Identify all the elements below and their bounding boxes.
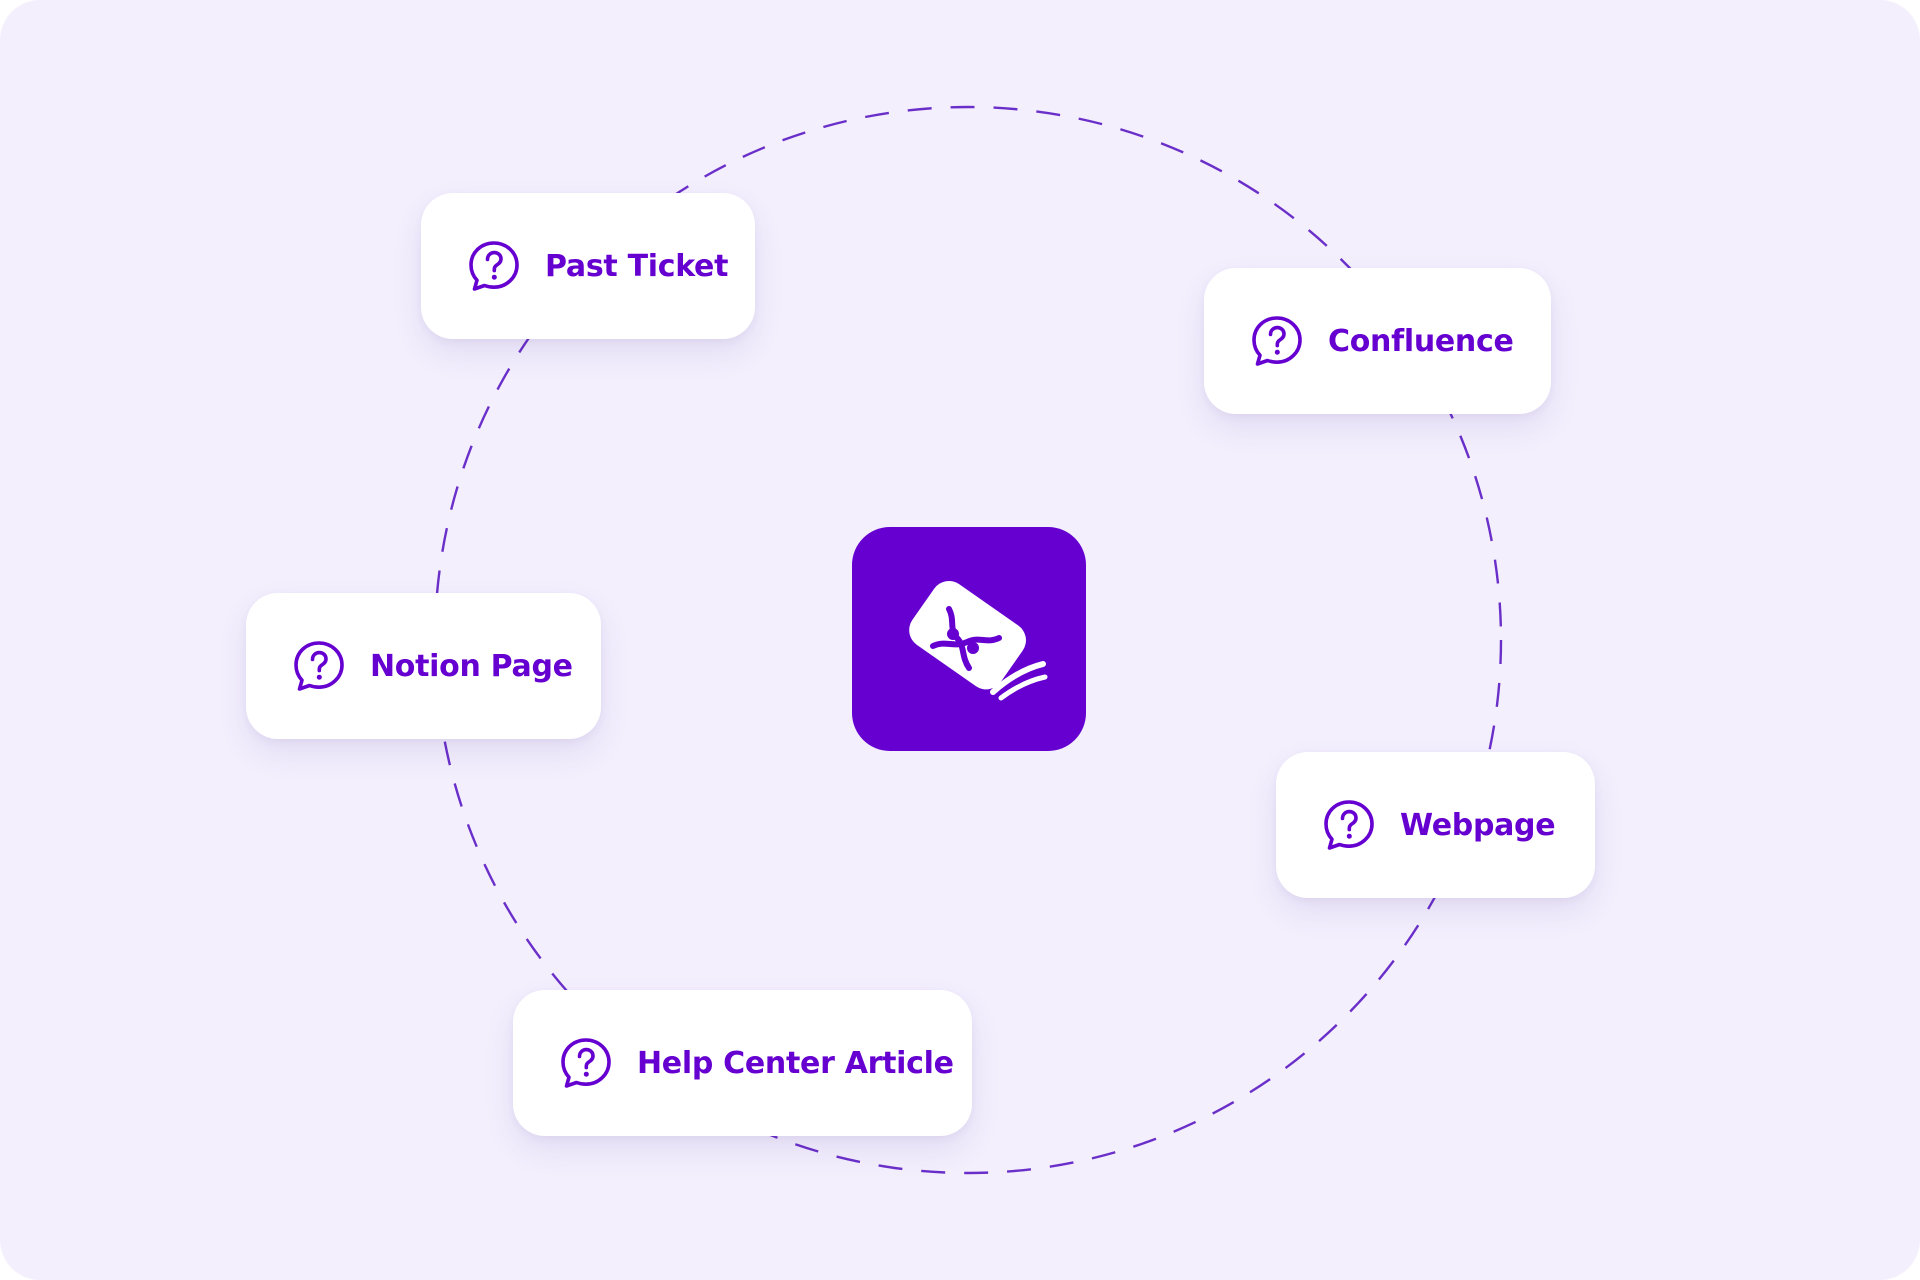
source-label: Past Ticket [545, 248, 729, 284]
question-bubble-icon [557, 1034, 615, 1092]
question-bubble-icon [465, 237, 523, 295]
source-label: Confluence [1328, 323, 1514, 359]
question-bubble-icon [290, 637, 348, 695]
source-label: Help Center Article [637, 1045, 954, 1081]
source-label: Notion Page [370, 648, 573, 684]
source-card-webpage: Webpage [1276, 752, 1595, 898]
source-label: Webpage [1400, 807, 1556, 843]
source-card-past-ticket: Past Ticket [421, 193, 755, 339]
question-bubble-icon [1320, 796, 1378, 854]
question-bubble-icon [1248, 312, 1306, 370]
puzzle-logo-icon [909, 580, 1048, 701]
source-card-help-center-article: Help Center Article [513, 990, 972, 1136]
source-card-confluence: Confluence [1204, 268, 1551, 414]
center-logo [852, 527, 1086, 751]
source-card-notion-page: Notion Page [246, 593, 601, 739]
